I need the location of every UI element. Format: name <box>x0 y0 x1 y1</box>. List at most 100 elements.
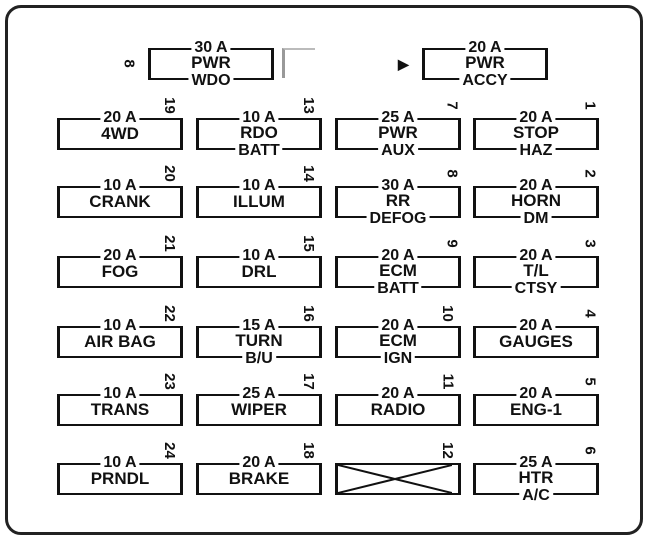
fuse-label-text: T/L <box>521 261 551 280</box>
fuse-label-text: TURN <box>233 331 285 350</box>
faded-fuse-slot <box>282 48 315 78</box>
fuse-rating: 20 A <box>378 386 418 402</box>
fuse-number: 7 <box>443 101 461 110</box>
fuse-rating: 25 A <box>239 386 279 402</box>
fuse-number: 21 <box>161 235 179 252</box>
fuse-number: 24 <box>161 442 179 459</box>
fuse-number: 15 <box>300 235 318 252</box>
fuse-sublabel: B/U <box>242 351 276 367</box>
fuse-label: AIR BAG <box>60 332 180 351</box>
fuse-rating: 15 A <box>239 318 279 334</box>
fuse-rating: 20 A <box>516 110 556 126</box>
fuse-label: TURN <box>199 331 319 350</box>
fuse-label-text: FOG <box>99 262 141 281</box>
fuse-label: RDO <box>199 123 319 142</box>
fuse-rating: 10 A <box>100 178 140 194</box>
fuse-rating: 20 A <box>465 40 505 56</box>
fuse-label: PWR <box>151 53 271 72</box>
fuse-label: FOG <box>60 262 180 281</box>
fuse-label-text: PWR <box>463 53 507 72</box>
fuse-label-text: ECM <box>377 331 419 350</box>
fuse-rating: 10 A <box>100 455 140 471</box>
fuse-label-text: RADIO <box>368 400 428 419</box>
fuse-label: BRAKE <box>199 469 319 488</box>
fuse-label-text: RR <box>383 191 413 210</box>
fuse-label-text: AIR BAG <box>82 332 158 351</box>
fuse-label: ECM <box>338 331 458 350</box>
arrow-marker-icon: ▶ <box>398 56 409 72</box>
fuse-number: 10 <box>439 305 457 322</box>
fuse-number: 3 <box>581 239 599 248</box>
fuse-sublabel: DEFOG <box>366 211 430 227</box>
empty-slot-cross-icon <box>338 465 452 493</box>
fuse-rating: 25 A <box>516 455 556 471</box>
fuse-rating: 10 A <box>239 110 279 126</box>
fuse-rating: 25 A <box>378 110 418 126</box>
fuse-number: 8 <box>443 169 461 178</box>
fuse-number: 19 <box>161 97 179 114</box>
fuse-rating: 20 A <box>378 248 418 264</box>
fuse-label: HTR <box>476 468 596 487</box>
fuse-sublabel: WDO <box>188 73 234 89</box>
fuse-number: 12 <box>439 442 457 459</box>
fuse-sublabel: HAZ <box>516 143 556 159</box>
fuse-sublabel: DM <box>520 211 552 227</box>
fuse-label: GAUGES <box>476 332 596 351</box>
fuse-label-text: STOP <box>511 123 561 142</box>
fuse-sublabel: CTSY <box>511 281 561 297</box>
fuse-sublabel: IGN <box>380 351 416 367</box>
fuse-sublabel: A/C <box>519 488 553 504</box>
fuse-label-text: ECM <box>377 261 419 280</box>
fuse-number: 2 <box>581 169 599 178</box>
fuse-number: 6 <box>581 446 599 455</box>
fuse-rating: 20 A <box>378 318 418 334</box>
fuse-label-text: BRAKE <box>226 469 292 488</box>
fuse-number: 13 <box>300 97 318 114</box>
fuse-label: ENG-1 <box>476 400 596 419</box>
fuse-label-text: ENG-1 <box>508 400 564 419</box>
fuse-number: 16 <box>300 305 318 322</box>
fuse-label: TRANS <box>60 400 180 419</box>
fuse-rating: 10 A <box>100 386 140 402</box>
fuse-spare: 12 <box>335 442 461 495</box>
fuse-label-text: 4WD <box>99 124 141 143</box>
fuse-label-text: DRL <box>239 262 279 281</box>
fuse-rating: 20 A <box>516 248 556 264</box>
fuse-label: WIPER <box>199 400 319 419</box>
fuse-rating: 10 A <box>100 318 140 334</box>
fuse-label-text: PRNDL <box>88 469 152 488</box>
fuse-label: 4WD <box>60 124 180 143</box>
fuse-label-text: CRANK <box>87 192 153 211</box>
fuse-label: PWR <box>338 123 458 142</box>
fuse-rating: 30 A <box>378 178 418 194</box>
fuse-rating: 30 A <box>191 40 231 56</box>
fuse-panel <box>5 5 643 535</box>
fuse-rating: 20 A <box>100 248 140 264</box>
fuse-number: 9 <box>443 239 461 248</box>
fuse-label: HORN <box>476 191 596 210</box>
fuse-label-text: HORN <box>508 191 564 210</box>
fuse-label-text: RDO <box>238 123 280 142</box>
fuse-number: 11 <box>439 373 457 390</box>
fuse-label: ILLUM <box>199 192 319 211</box>
fuse-label: DRL <box>199 262 319 281</box>
fuse-label-text: WIPER <box>229 400 289 419</box>
